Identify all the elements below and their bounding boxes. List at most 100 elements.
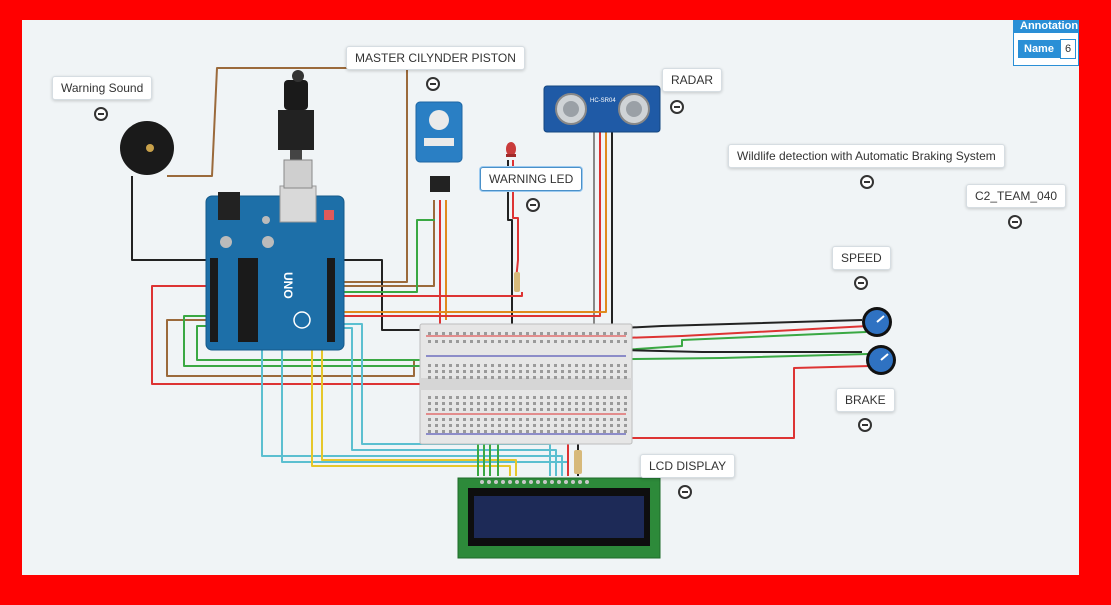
- breadboard-hole: [449, 332, 452, 335]
- breadboard-hole: [477, 340, 480, 343]
- breadboard-hole: [596, 408, 599, 411]
- breadboard-hole: [554, 364, 557, 367]
- annotation-name-input[interactable]: 6: [1059, 39, 1077, 59]
- breadboard-hole: [575, 424, 578, 427]
- breadboard-hole: [428, 332, 431, 335]
- wire-speed-black: [621, 319, 863, 329]
- collapse-title-icon[interactable]: [860, 175, 874, 189]
- breadboard-hole: [624, 364, 627, 367]
- resistor-led: [514, 272, 520, 292]
- breadboard-hole: [533, 430, 536, 433]
- breadboard-hole: [512, 402, 515, 405]
- annotation-team[interactable]: C2_TEAM_040: [966, 184, 1067, 208]
- collapse-team-icon[interactable]: [1008, 215, 1022, 229]
- breadboard-hole: [477, 430, 480, 433]
- breadboard-hole: [624, 430, 627, 433]
- annotation-master-piston[interactable]: MASTER CILYNDER PISTON: [346, 46, 525, 70]
- lcd-pin: [585, 480, 589, 484]
- breadboard-hole: [512, 396, 515, 399]
- wire-left-green2: [196, 325, 542, 361]
- breadboard-hole: [582, 332, 585, 335]
- collapse-master-piston-icon[interactable]: [426, 77, 440, 91]
- breadboard-hole: [512, 340, 515, 343]
- annotation-speed[interactable]: SPEED: [832, 246, 891, 270]
- breadboard-hole: [512, 376, 515, 379]
- breadboard-hole: [428, 424, 431, 427]
- breadboard-hole: [568, 430, 571, 433]
- annotation-title[interactable]: Wildlife detection with Automatic Brakin…: [728, 144, 1005, 168]
- breadboard-hole: [519, 370, 522, 373]
- breadboard-hole: [533, 332, 536, 335]
- breadboard-hole: [449, 418, 452, 421]
- collapse-brake-icon[interactable]: [858, 418, 872, 432]
- power-plug: [278, 70, 314, 189]
- breadboard-hole: [540, 402, 543, 405]
- breadboard-hole: [463, 376, 466, 379]
- breadboard-hole: [435, 408, 438, 411]
- breadboard-hole: [449, 370, 452, 373]
- breadboard-hole: [456, 340, 459, 343]
- breadboard-hole: [589, 364, 592, 367]
- breadboard-hole: [568, 408, 571, 411]
- collapse-warning-sound-icon[interactable]: [94, 107, 108, 121]
- breadboard-hole: [554, 376, 557, 379]
- breadboard-hole: [498, 332, 501, 335]
- annotation-lcd-display[interactable]: LCD DISPLAY: [640, 454, 736, 478]
- breadboard-hole: [456, 364, 459, 367]
- breadboard-hole: [498, 408, 501, 411]
- breadboard-holes: [428, 332, 627, 433]
- breadboard-hole: [428, 408, 431, 411]
- breadboard-hole: [540, 430, 543, 433]
- breadboard-hole: [610, 396, 613, 399]
- breadboard-hole: [456, 332, 459, 335]
- annotation-radar[interactable]: RADAR: [662, 68, 723, 92]
- breadboard-hole: [491, 364, 494, 367]
- breadboard-hole: [582, 396, 585, 399]
- breadboard-hole: [484, 430, 487, 433]
- breadboard-hole: [603, 418, 606, 421]
- breadboard-hole: [540, 408, 543, 411]
- breadboard-hole: [617, 340, 620, 343]
- breadboard-hole: [442, 424, 445, 427]
- collapse-radar-icon[interactable]: [670, 100, 684, 114]
- breadboard-hole: [456, 424, 459, 427]
- breadboard-hole: [428, 396, 431, 399]
- lcd-pin: [529, 480, 533, 484]
- breadboard-hole: [582, 340, 585, 343]
- breadboard-hole: [505, 402, 508, 405]
- annotation-name-row: Name 6: [1018, 39, 1077, 59]
- breadboard-hole: [456, 376, 459, 379]
- annotation-warning-sound[interactable]: Warning Sound: [52, 76, 153, 100]
- collapse-speed-icon[interactable]: [854, 276, 868, 290]
- piezo-buzzer: [120, 121, 174, 175]
- breadboard-hole: [519, 396, 522, 399]
- breadboard-hole: [610, 430, 613, 433]
- breadboard-hole: [456, 408, 459, 411]
- breadboard-hole: [519, 430, 522, 433]
- breadboard-hole: [596, 364, 599, 367]
- wire-buzzer-black: [131, 176, 442, 331]
- wire-lcd-cyan1: [332, 323, 551, 476]
- arduino-uno-board: UNO: [205, 185, 345, 351]
- breadboard-hole: [533, 340, 536, 343]
- lcd-pin: [578, 480, 582, 484]
- collapse-lcd-display-icon[interactable]: [678, 485, 692, 499]
- breadboard-hole: [470, 418, 473, 421]
- circuit-canvas[interactable]: UNO: [22, 20, 1079, 575]
- annotation-warning-led[interactable]: WARNING LED: [480, 167, 583, 191]
- annotation-brake[interactable]: BRAKE: [836, 388, 895, 412]
- breadboard-hole: [575, 430, 578, 433]
- breadboard-hole: [561, 332, 564, 335]
- breadboard-hole: [603, 364, 606, 367]
- breadboard-hole: [610, 402, 613, 405]
- breadboard-hole: [533, 364, 536, 367]
- breadboard-hole: [505, 396, 508, 399]
- breadboard-hole: [435, 332, 438, 335]
- breadboard: [419, 323, 633, 445]
- breadboard-hole: [575, 370, 578, 373]
- wire-servo-green: [332, 219, 435, 293]
- breadboard-hole: [463, 418, 466, 421]
- collapse-warning-led-icon[interactable]: [526, 198, 540, 212]
- breadboard-hole: [477, 418, 480, 421]
- breadboard-hole: [540, 340, 543, 343]
